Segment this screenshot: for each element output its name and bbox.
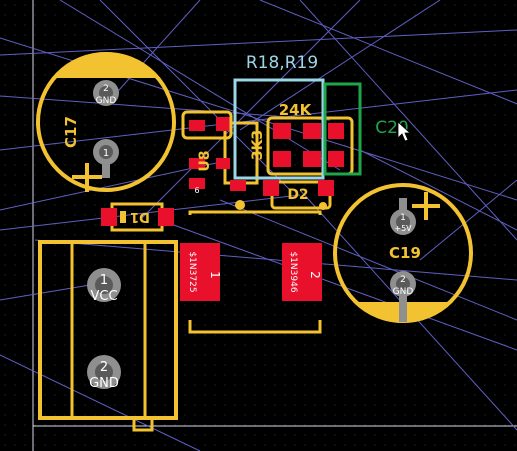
- d1-pad-left[interactable]: [101, 208, 117, 226]
- connector-pad-2-hole: [95, 363, 113, 381]
- u8-label: U8: [197, 150, 213, 171]
- d1-label: D1: [130, 209, 150, 224]
- connector-power[interactable]: 1 VCC 2 GND: [38, 240, 178, 432]
- d2-pad-right[interactable]: [318, 180, 334, 196]
- selection-label-r18-r19: R18,R19: [246, 53, 318, 73]
- ic-u8[interactable]: 6 U8: [189, 117, 259, 210]
- connector-pad-1-net: VCC: [90, 289, 117, 304]
- c19-pad-2-number: 2: [400, 275, 406, 285]
- c17-pad-1-number: 1: [103, 148, 109, 159]
- r18-r19-pad-3[interactable]: [273, 151, 291, 167]
- rectifier-part-right: $1N3946: [288, 251, 298, 292]
- r18-r19-pad-2[interactable]: [303, 123, 321, 139]
- c19-pad-1-hole: [396, 215, 410, 229]
- u8-pad-right-bot[interactable]: [230, 180, 246, 191]
- r18-r19-value-3k3: 3K3: [250, 130, 266, 160]
- r18-r19-pad-5[interactable]: [328, 123, 344, 139]
- c17-outline: [36, 52, 176, 192]
- d1-body-mark: [120, 211, 126, 223]
- c17-pad-2-hole: [99, 86, 113, 100]
- connector-outline: [38, 240, 178, 420]
- c19-pad-2-hole: [396, 277, 410, 291]
- mouse-pointer-icon: [397, 121, 412, 142]
- c19-pad-1-number: 1: [400, 213, 406, 223]
- d2-label: D2: [287, 187, 308, 203]
- connector-pad-2-number: 2: [100, 360, 108, 375]
- diode-d2[interactable]: D2: [263, 180, 334, 210]
- selection-box-r18-r19: [233, 78, 325, 180]
- rectifier-pad-1[interactable]: [180, 243, 220, 301]
- u8-courtyard-top: [181, 110, 233, 140]
- u8-pin-number: 6: [194, 186, 199, 195]
- c19-label: C19: [389, 244, 421, 262]
- c19-pad-2-net: GND: [393, 287, 414, 297]
- connector-pad-2-net: GND: [89, 376, 119, 391]
- u8-pad-right-top[interactable]: [216, 117, 230, 131]
- r18-r19-pad-1[interactable]: [273, 123, 291, 139]
- rectifier-pad-2-number: 2: [308, 271, 322, 279]
- r18-r19-value-24k: 24K: [279, 101, 313, 119]
- connector-tab: [132, 416, 154, 432]
- component-rectifier[interactable]: 1 2 $1N3725 $1N3946: [180, 210, 322, 334]
- d1-pad-right[interactable]: [158, 208, 174, 226]
- r18-r19-pad-6[interactable]: [328, 151, 344, 167]
- rectifier-outline: [188, 210, 322, 334]
- r18-r19-silk-outline: [266, 116, 354, 176]
- connector-pad-1-hole: [95, 276, 113, 294]
- d2-pad-left[interactable]: [263, 180, 279, 196]
- rectifier-pad-1-number: 1: [208, 271, 222, 279]
- c17-pad-2-net: GND: [96, 96, 117, 106]
- rectifier-part-left: $1N3725: [187, 251, 197, 292]
- resistor-array-r18-r19[interactable]: 24K 3K3: [250, 101, 354, 176]
- r18-r19-pad-4[interactable]: [303, 151, 321, 167]
- u8-pad-left-top[interactable]: [189, 120, 205, 131]
- c17-pad-2-number: 2: [103, 84, 109, 94]
- u8-pin1-dot: [235, 200, 245, 210]
- c17-pad-1-hole: [99, 145, 113, 159]
- diode-d1[interactable]: D1: [101, 202, 174, 232]
- u8-pad-right-mid[interactable]: [216, 158, 230, 169]
- d2-marker-dot: [319, 202, 327, 210]
- selection-box-c20: [323, 82, 362, 176]
- c17-label: C17: [62, 116, 80, 148]
- c19-pad-1-net: +5V: [394, 224, 412, 233]
- rectifier-pad-2[interactable]: [282, 243, 322, 301]
- u8-pad-left-bot[interactable]: [189, 178, 205, 189]
- c19-pad-2-stem: [399, 290, 407, 322]
- u8-pad-left-mid[interactable]: [189, 158, 205, 169]
- connector-pad-1-number: 1: [100, 273, 108, 288]
